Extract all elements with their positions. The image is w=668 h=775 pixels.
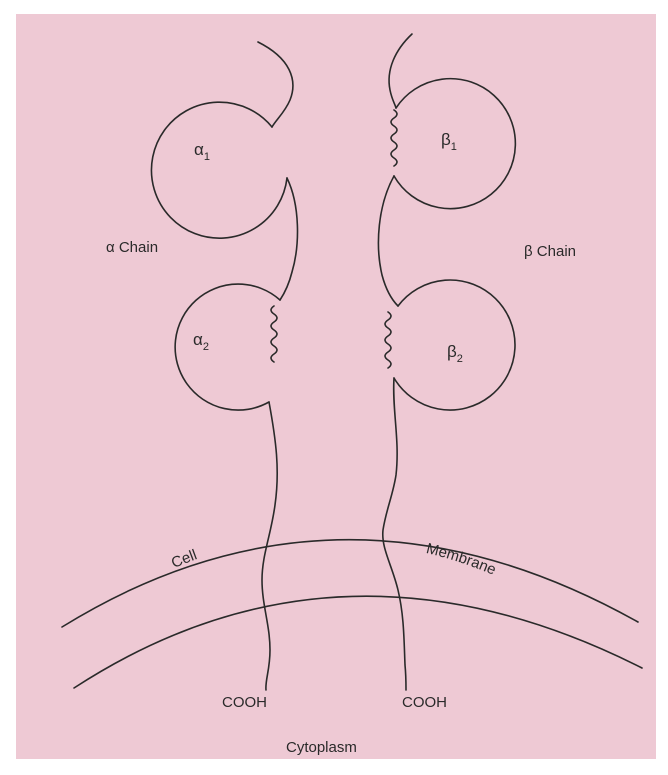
beta-chain-label: β Chain	[524, 243, 576, 260]
alpha-cooh-label: COOH	[222, 694, 267, 711]
diagram-background	[16, 14, 656, 759]
alpha-chain-label: α Chain	[106, 239, 158, 256]
cytoplasm-label: Cytoplasm	[286, 739, 357, 756]
beta-cooh-label: COOH	[402, 694, 447, 711]
